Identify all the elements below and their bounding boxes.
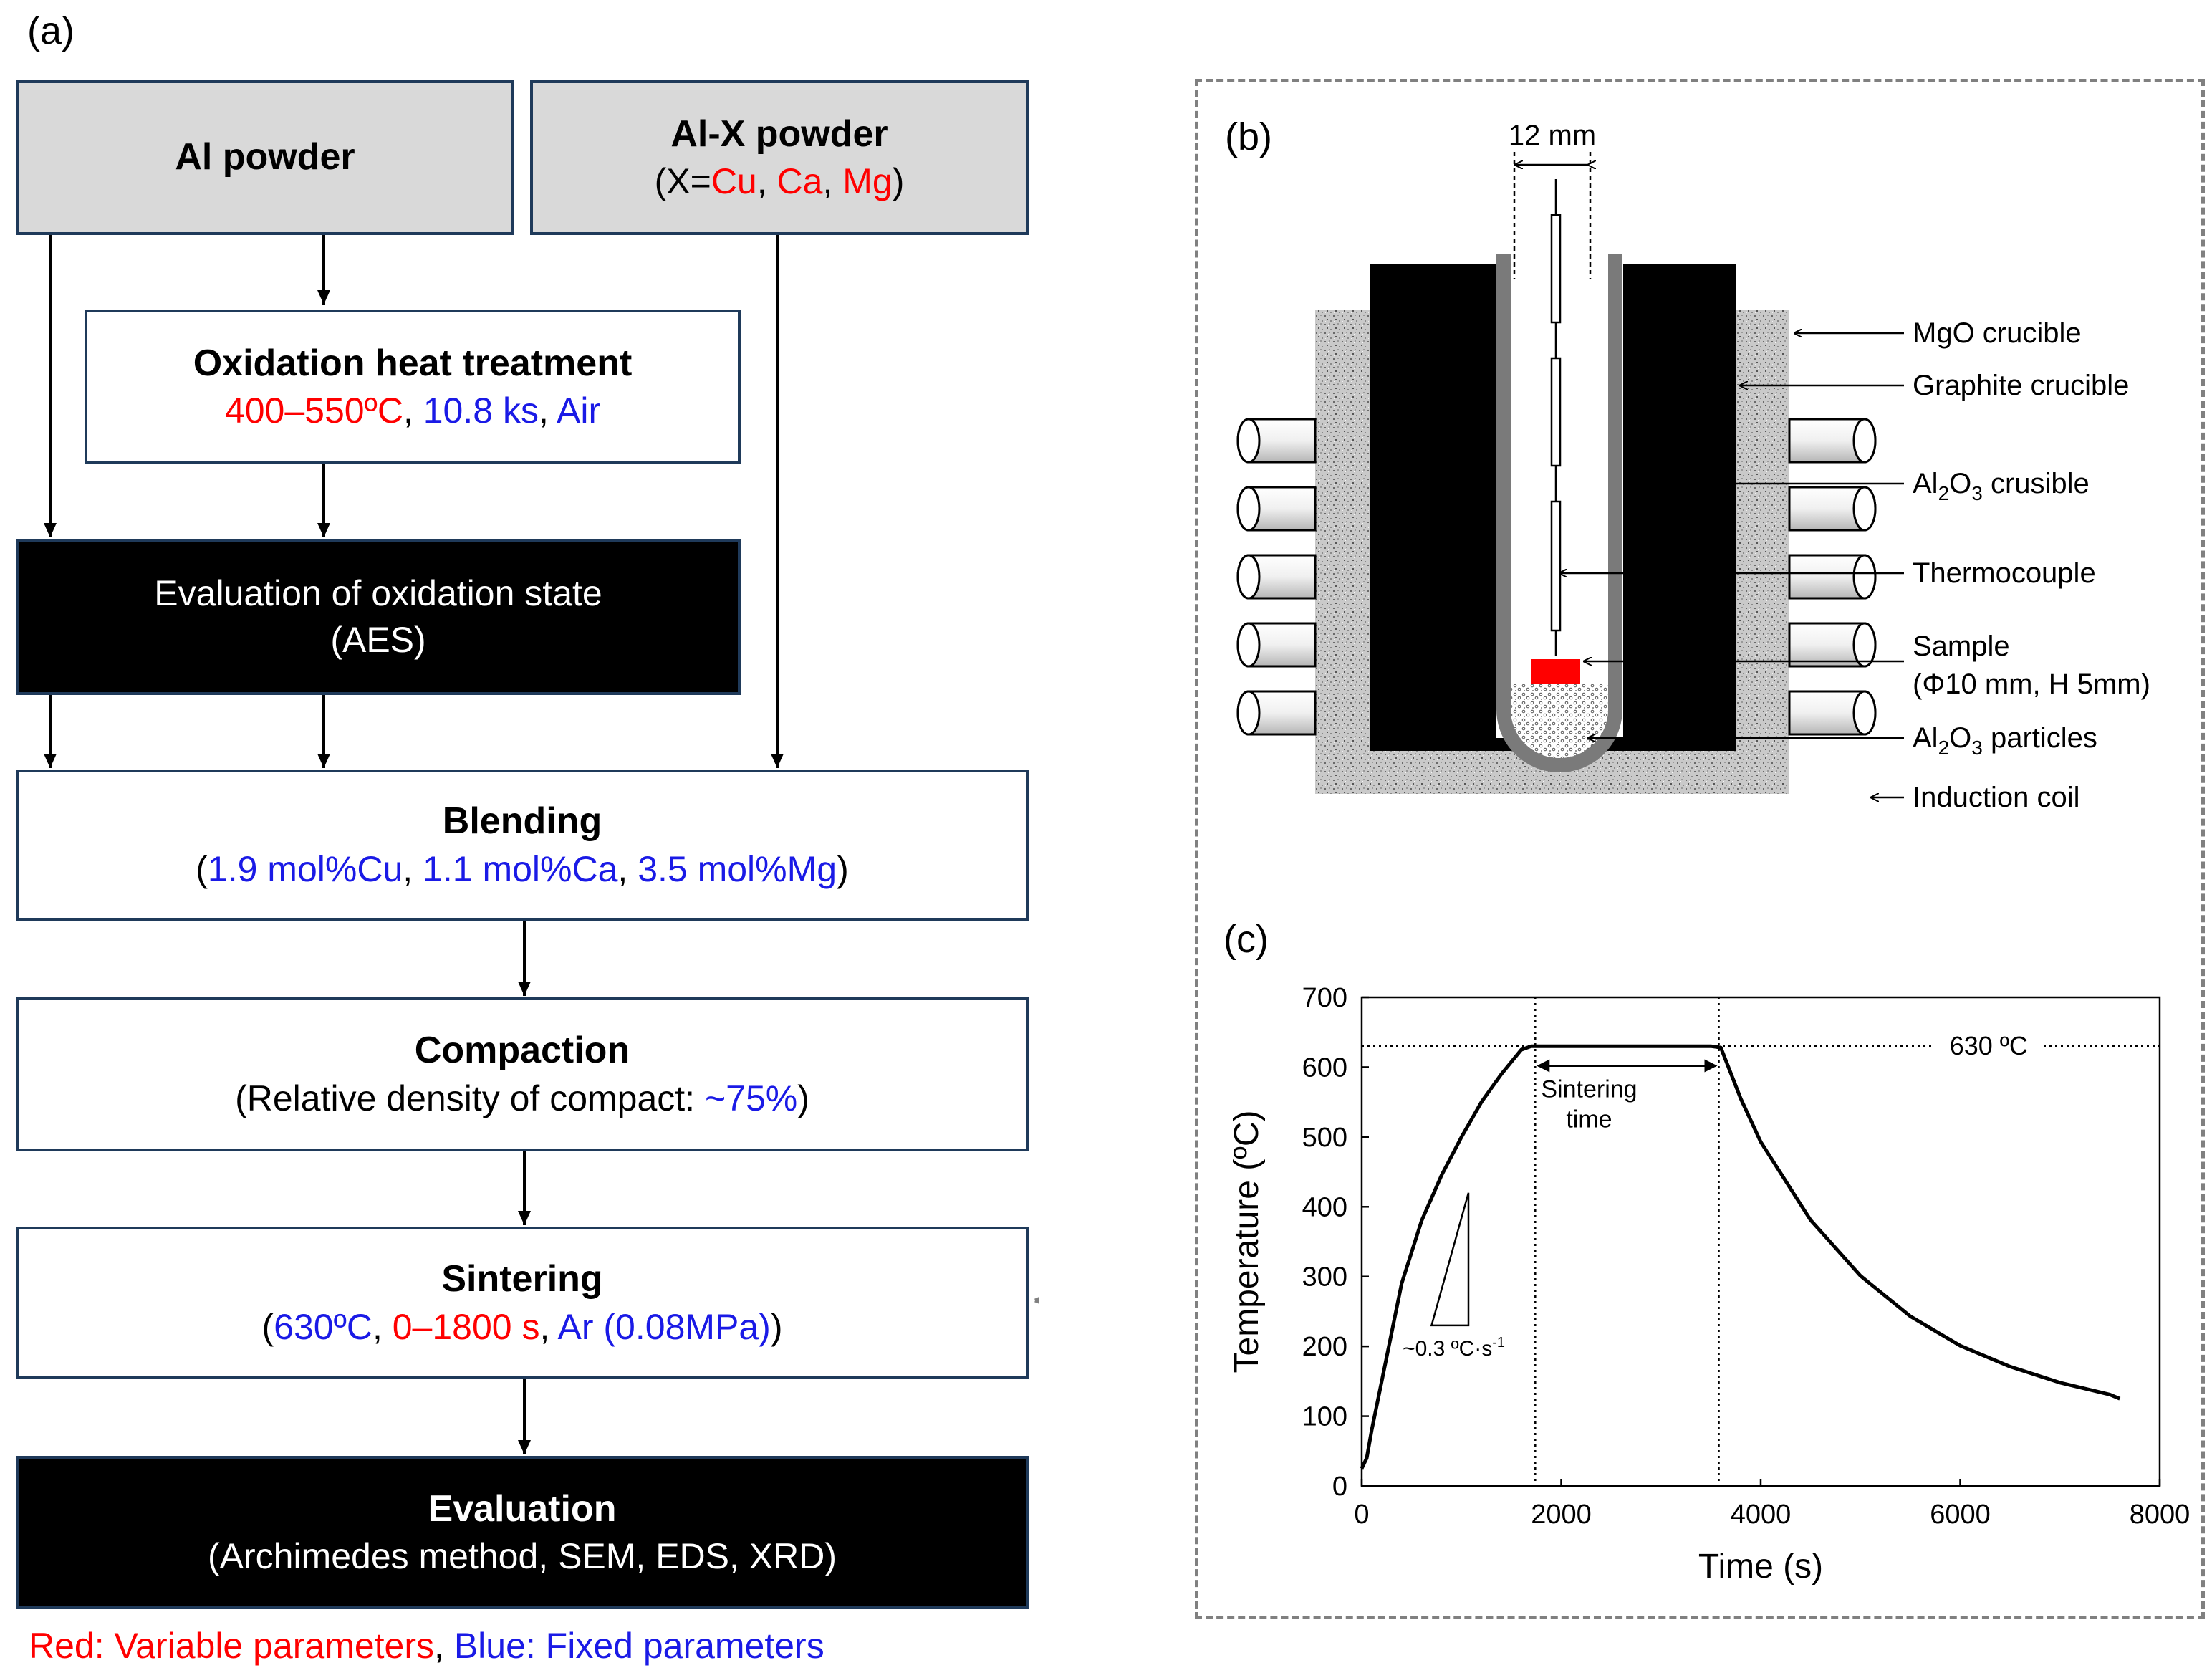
legend-fixed: Blue: Fixed parameters [453, 1626, 824, 1666]
plot-frame [1360, 996, 2161, 1487]
compaction-box: Compaction (Relative density of compact:… [16, 997, 1029, 1151]
y-tick-label: 600 [1302, 1053, 1347, 1083]
zoom-frame [1195, 79, 2205, 1619]
y-tick-label: 300 [1302, 1262, 1347, 1293]
thermocouple [1550, 179, 1562, 656]
rate-label: ~0.3 ºC·s-1 [1403, 1335, 1505, 1361]
al2o3-crucible [1496, 254, 1622, 772]
y-axis-title: Temperature (ºC) [1228, 1111, 1266, 1373]
sintering-title: Sintering [441, 1258, 603, 1300]
blending-title: Blending [442, 800, 602, 843]
x-axis-title: Time (s) [1698, 1548, 1823, 1586]
compaction-title: Compaction [414, 1030, 630, 1072]
panel-label-a: (a) [27, 9, 74, 52]
al-powder-title: Al powder [175, 136, 355, 178]
x-tick-label: 0 [1354, 1500, 1369, 1530]
oxidation-params: 400–550ºC, 10.8 ks, Air [224, 390, 601, 431]
y-tick-label: 200 [1302, 1332, 1347, 1362]
evaluation-methods: (Archimedes method, SEM, EDS, XRD) [207, 1536, 837, 1577]
zoom-connector [1034, 1297, 1039, 1304]
induction-coil-left [1236, 418, 1317, 736]
interval-label-1: Sintering [1541, 1075, 1637, 1103]
interval-arrowhead-left [1537, 1059, 1550, 1073]
hline-label: 630 ºC [1950, 1031, 2028, 1060]
oxidation-title: Oxidation heat treatment [193, 342, 633, 384]
x-tick-label: 4000 [1731, 1500, 1792, 1530]
apparatus-diagram: 12 mm MgO crucible Graphite crucible Al2… [1236, 120, 2150, 813]
al-powder-box: Al powder [16, 80, 514, 235]
y-tick-label: 700 [1302, 983, 1347, 1013]
flowchart-arrows [44, 235, 1039, 1454]
label-sample-dims: (Φ10 mm, H 5mm) [1913, 668, 2150, 700]
x-tick-label: 8000 [2130, 1500, 2191, 1530]
evaluation-title: Evaluation [428, 1487, 617, 1530]
sintering-box: Sintering (630ºC, 0–1800 s, Ar (0.08MPa)… [16, 1227, 1029, 1379]
blending-params: (1.9 mol%Cu, 1.1 mol%Ca, 3.5 mol%Mg) [196, 848, 849, 889]
interval-label-2: time [1566, 1106, 1612, 1133]
oxidation-eval-box: Evaluation of oxidation state (AES) [16, 539, 741, 695]
interval-arrowhead-right [1704, 1059, 1718, 1073]
graphite-cavity [1496, 258, 1623, 738]
label-thermocouple: Thermocouple [1913, 557, 2096, 589]
y-tick-label: 0 [1332, 1472, 1347, 1502]
compaction-params: (Relative density of compact: ~75%) [235, 1078, 809, 1118]
color-legend: Red: Variable parameters, Blue: Fixed pa… [29, 1626, 824, 1666]
oxidation-box: Oxidation heat treatment 400–550ºC, 10.8… [85, 310, 741, 464]
y-tick-label: 100 [1302, 1402, 1347, 1432]
panel-label-c: (c) [1223, 918, 1269, 961]
label-al2o3-particles: Al2O3 particles [1913, 722, 2097, 759]
axis-ticks: 0 2000 4000 6000 8000 0 100 200 300 400 500 600 700 [1302, 983, 2191, 1530]
x-tick-label: 2000 [1531, 1500, 1592, 1530]
hline-label-bg [1935, 1029, 2043, 1061]
al2o3-particles [1511, 684, 1608, 758]
leader-lines [1560, 333, 1904, 797]
label-al2o3-crucible: Al2O3 crusible [1913, 468, 2090, 504]
legend-variable: Red: Variable parameters [29, 1626, 435, 1666]
sample [1531, 659, 1580, 684]
label-graphite: Graphite crucible [1913, 370, 2129, 401]
sintering-params: (630ºC, 0–1800 s, Ar (0.08MPa)) [261, 1306, 783, 1347]
alx-powder-title: Al-X powder [670, 112, 888, 155]
label-sample: Sample [1913, 631, 2010, 662]
blending-box: Blending (1.9 mol%Cu, 1.1 mol%Ca, 3.5 mo… [16, 770, 1029, 921]
oxidation-eval-line1: Evaluation of oxidation state [154, 573, 602, 613]
evaluation-box: Evaluation (Archimedes method, SEM, EDS,… [16, 1456, 1029, 1609]
width-dimension [1513, 152, 1590, 279]
induction-coil-right [1788, 418, 1877, 736]
reference-lines [1362, 997, 2160, 1486]
x-tick-label: 6000 [1930, 1500, 1991, 1530]
panel-label-b: (b) [1225, 115, 1272, 158]
y-tick-label: 400 [1302, 1192, 1347, 1222]
rate-triangle [1430, 1192, 1470, 1327]
temperature-curve [1360, 1044, 2121, 1470]
width-label: 12 mm [1509, 120, 1596, 151]
chart-annotations: 630 ºC Sintering time ~0.3 ºC·s-1 [1403, 1029, 2043, 1361]
label-coil: Induction coil [1913, 782, 2079, 813]
alx-powder-box: Al-X powder (X=Cu, Ca, Mg) [530, 80, 1029, 235]
label-mgo: MgO crucible [1913, 317, 2082, 349]
alx-powder-elements: (X=Cu, Ca, Mg) [654, 161, 905, 202]
oxidation-eval-line2: (AES) [330, 620, 426, 660]
y-tick-label: 500 [1302, 1123, 1347, 1153]
